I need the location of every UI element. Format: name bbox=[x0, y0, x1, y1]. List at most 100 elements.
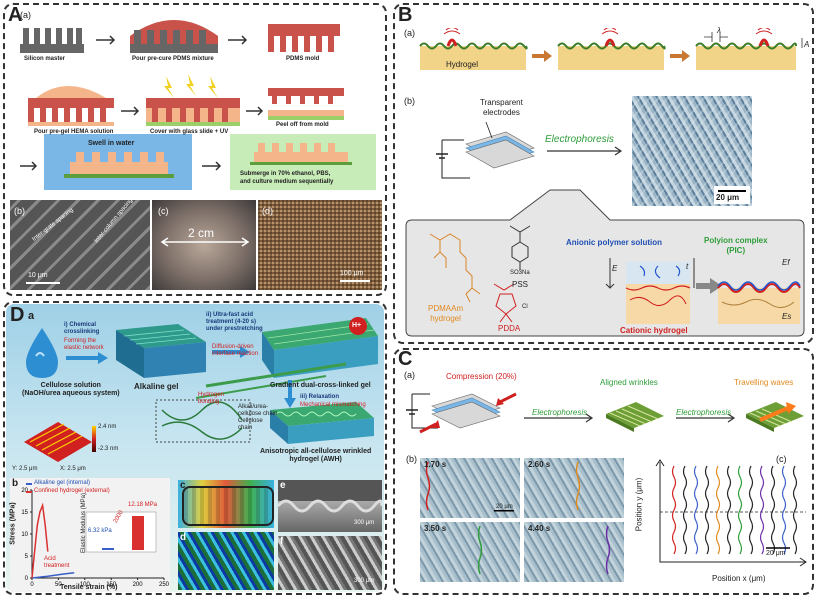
afm-z2-label: -2.3 nm bbox=[98, 446, 119, 452]
submerge-label: Submerge in 70% ethanol, PBS, and cultur… bbox=[240, 171, 334, 185]
swell-diagram bbox=[64, 152, 174, 178]
compression-label: Compression (20%) bbox=[446, 372, 517, 381]
panel-a bbox=[3, 3, 387, 296]
electrophoresis-c1-label: Electrophoresis bbox=[532, 408, 588, 417]
afm-y-label: Y: 2.5 μm bbox=[12, 466, 38, 472]
image-f bbox=[278, 536, 382, 590]
amplitude-label: A bbox=[804, 40, 810, 49]
image-c-label: c bbox=[180, 480, 186, 491]
sem-b-label: (b) bbox=[14, 206, 25, 216]
chart-bar-high: 12.18 MPa bbox=[128, 502, 158, 508]
position-scale-text: 20 μm bbox=[766, 550, 786, 557]
electrode-diagram bbox=[436, 121, 535, 179]
mech-label: Mechanical mismatching bbox=[300, 402, 366, 408]
photo-c-label: (c) bbox=[158, 206, 169, 216]
cationic-label: Cationic hydrogel bbox=[620, 326, 688, 335]
frame-tracks bbox=[425, 461, 611, 575]
electrophoresis-b-arrow bbox=[547, 146, 623, 156]
panel-b-wave-diagram bbox=[419, 28, 803, 70]
panel-c-flow bbox=[406, 392, 804, 434]
image-f-scale: 300 μm bbox=[354, 578, 375, 584]
hydrogel-wave-3 bbox=[695, 28, 803, 70]
image-c-overlay bbox=[182, 486, 274, 526]
pss-label: PSS bbox=[512, 280, 529, 289]
hema-pour-diagram bbox=[28, 86, 114, 126]
afm-image bbox=[24, 422, 96, 462]
panel-d bbox=[3, 301, 387, 595]
panel-b-letter: B bbox=[398, 4, 413, 26]
h-plus-label: H+ bbox=[352, 322, 362, 329]
panel-d-sub-a: a bbox=[28, 310, 35, 322]
image-e-wave bbox=[278, 499, 382, 513]
y-tick-label: 10 bbox=[21, 532, 28, 538]
pdda-structure bbox=[493, 283, 517, 323]
series-line-1 bbox=[31, 502, 49, 579]
es-label: Es bbox=[782, 312, 792, 321]
pic-label: Polyion complex (PIC) bbox=[704, 236, 768, 255]
pdmaam-label: PDMAAm hydrogel bbox=[428, 304, 464, 323]
afm-z1-label: 2.4 nm bbox=[98, 424, 117, 430]
micro-image-d-overlay bbox=[258, 200, 382, 290]
frame-1 bbox=[420, 458, 520, 518]
aligned-wrinkles-sheet bbox=[606, 402, 664, 432]
inset-frame bbox=[85, 511, 157, 553]
y-tick-label: 15 bbox=[21, 510, 28, 516]
panel-c-sub-a: (a) bbox=[404, 370, 415, 380]
chart-bar-low: 6.32 kPa bbox=[88, 528, 112, 534]
uv-cover-diagram bbox=[146, 74, 240, 126]
x-tick-label: 50 bbox=[55, 582, 62, 588]
chart-inset bbox=[85, 511, 157, 553]
x-tick-label: 100 bbox=[80, 582, 91, 588]
pdms-pour-diagram bbox=[130, 20, 218, 53]
panel-c bbox=[393, 348, 814, 595]
frame-3-time: 3.50 s bbox=[424, 524, 447, 533]
panel-a-letter: A bbox=[8, 4, 23, 26]
awh-label: Anisotropic all-cellulose wrinkled hydro… bbox=[260, 448, 372, 463]
micro-d-scalebar bbox=[340, 280, 370, 282]
image-c bbox=[178, 480, 274, 528]
travelling-waves-label: Travelling waves bbox=[734, 378, 794, 387]
peel-off-label: Peel off from mold bbox=[276, 122, 329, 128]
electrophoresis-b-label: Electrophoresis bbox=[545, 134, 614, 145]
image-f-label: f bbox=[280, 536, 284, 547]
step2-label: ii) Ultra-fast acid treatment (4-20 s) u… bbox=[206, 312, 263, 332]
x-tick-label: 250 bbox=[159, 582, 170, 588]
frame-scale-text: 20 μm bbox=[496, 504, 513, 510]
pdms-mold-diagram bbox=[268, 24, 340, 52]
panel-c-sub-c: (c) bbox=[776, 454, 787, 464]
photo-c-scale-text: 2 cm bbox=[188, 226, 215, 240]
pdms-mold-label: PDMS mold bbox=[286, 56, 320, 62]
electrophoresis-c2-label: Electrophoresis bbox=[676, 408, 732, 417]
position-y-label: Position y (μm) bbox=[634, 477, 644, 532]
panel-a-sub-a: (a) bbox=[20, 10, 31, 20]
alkaline-gel-label: Alkaline gel bbox=[134, 382, 179, 391]
sem-b-scale-text: 10 μm bbox=[28, 272, 48, 279]
image-e-scale: 300 μm bbox=[354, 520, 375, 526]
chart-acid-annotation: Acid treatment bbox=[44, 556, 70, 569]
panel-b bbox=[393, 3, 814, 344]
legend-alkaline: Alkaline gel (internal) bbox=[34, 480, 91, 486]
photo-c bbox=[152, 200, 256, 290]
alk-cellulose-label: Alkali/urea- cellulose chain bbox=[238, 404, 278, 417]
swell-label: Swell in water bbox=[88, 140, 135, 147]
inset-bar-0 bbox=[102, 548, 114, 550]
micro-d-label: (d) bbox=[262, 206, 273, 216]
inset-bar-1 bbox=[132, 516, 144, 550]
position-track bbox=[671, 465, 677, 555]
cl-label: Cl bbox=[522, 304, 528, 310]
chem-box bbox=[405, 189, 805, 337]
position-track bbox=[704, 465, 710, 555]
position-track bbox=[792, 465, 798, 555]
frame-2 bbox=[524, 458, 624, 518]
wrinkle-b-scalebar bbox=[718, 190, 746, 192]
position-track bbox=[682, 465, 688, 555]
series-line-0 bbox=[31, 571, 75, 579]
chart-sub-b: b bbox=[12, 478, 19, 489]
position-x-label: Position x (μm) bbox=[712, 574, 766, 583]
panel-c-letter: C bbox=[398, 348, 413, 370]
micro-image-d bbox=[258, 200, 382, 290]
image-d-label: d bbox=[180, 532, 187, 543]
hydrogel-wave-2 bbox=[557, 28, 666, 70]
anionic-solution-label: Anionic polymer solution bbox=[566, 238, 663, 247]
position-track bbox=[770, 465, 776, 555]
